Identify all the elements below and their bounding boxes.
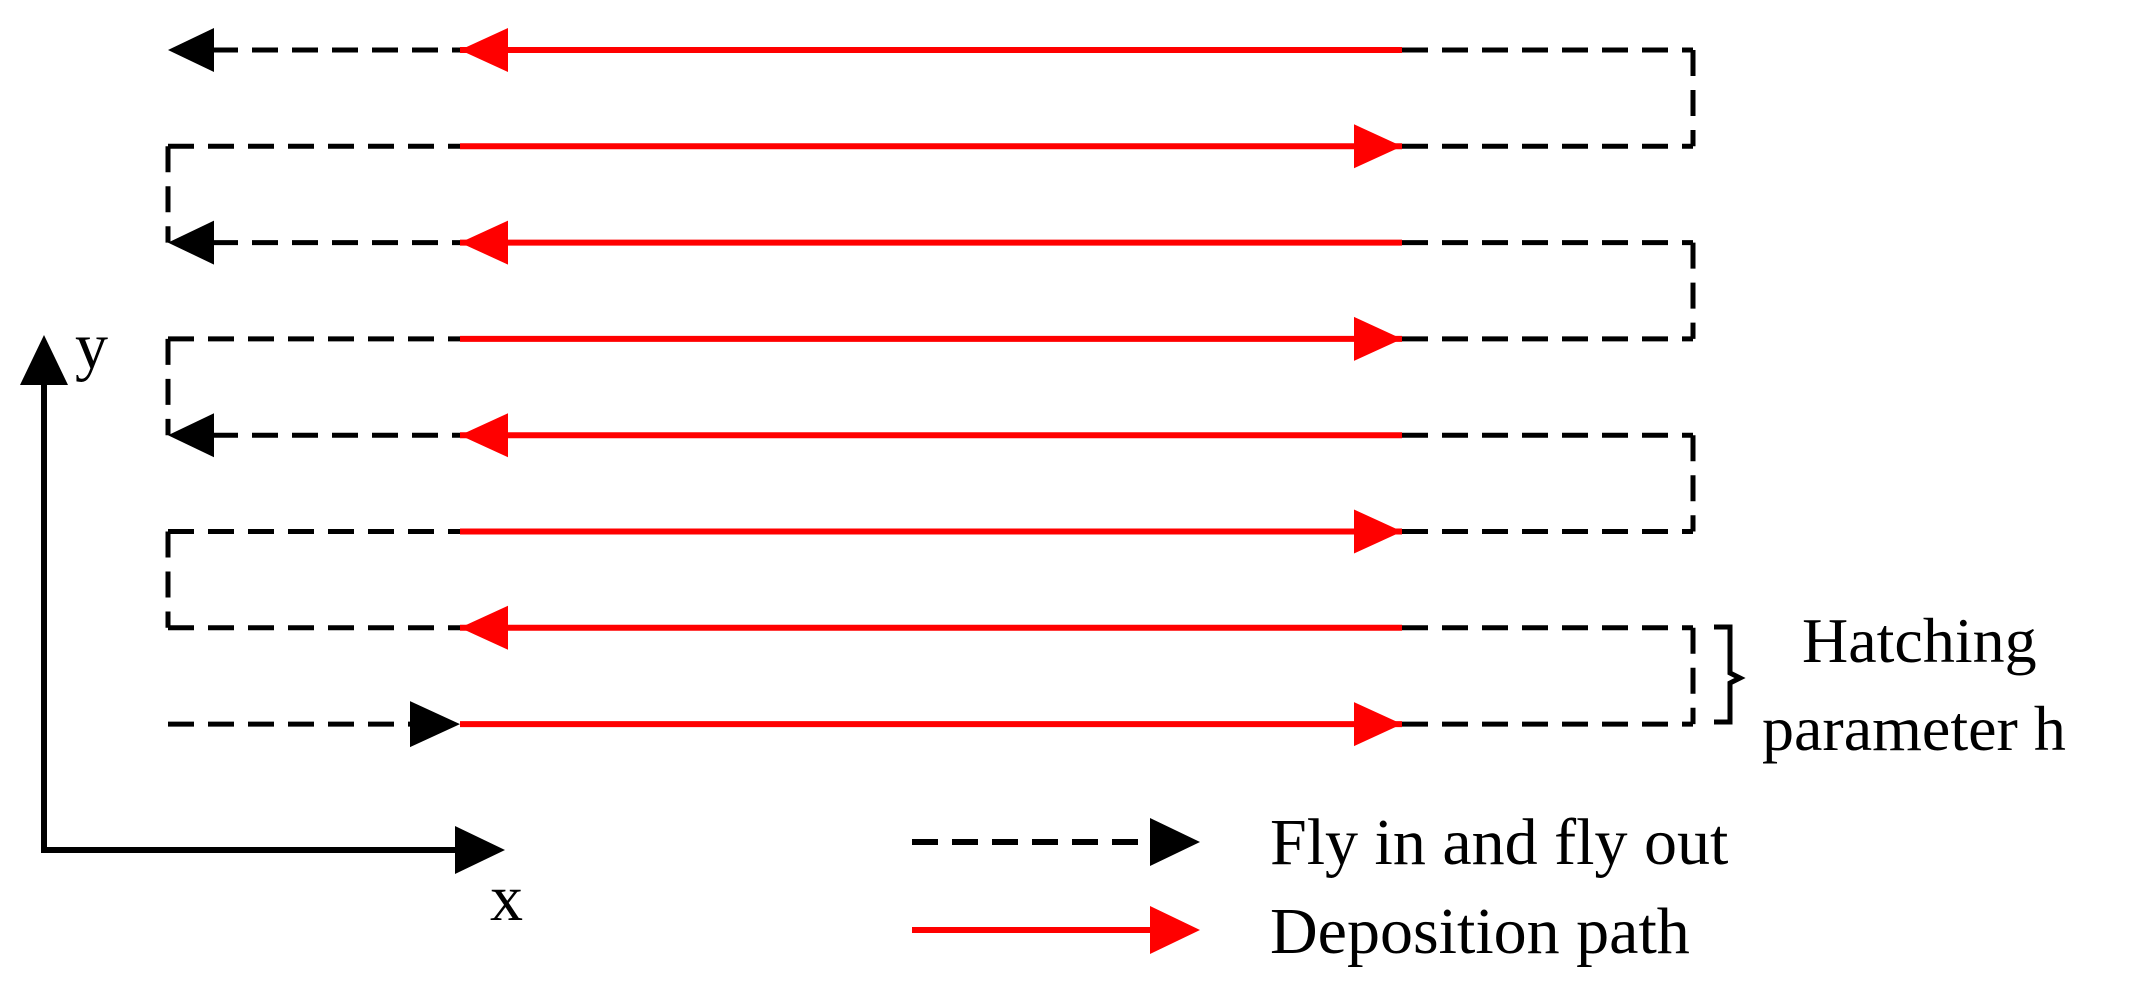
- legend-fly-arrowhead: [1150, 818, 1200, 866]
- deposition-arrowhead: [460, 28, 508, 72]
- deposition-arrowhead: [460, 605, 508, 650]
- x-axis-label: x: [490, 862, 523, 935]
- hatching-brace: [1714, 624, 1746, 725]
- legend-item-fly: Fly in and fly out: [912, 806, 1728, 879]
- legend-deposition-label: Deposition path: [1270, 895, 1690, 968]
- fly-arrowhead: [168, 220, 214, 265]
- fly-arrowhead: [168, 28, 214, 72]
- y-axis-arrowhead: [20, 335, 68, 385]
- deposition-arrowhead: [1354, 124, 1402, 169]
- deposition-arrowhead: [1354, 702, 1402, 747]
- hatching-bracket: Hatching parameter h: [1714, 605, 2066, 764]
- legend-fly-label: Fly in and fly out: [1270, 806, 1728, 879]
- legend-deposition-arrowhead: [1150, 906, 1200, 954]
- legend: Fly in and fly out Deposition path: [912, 806, 1728, 968]
- deposition-arrowhead: [1354, 316, 1402, 361]
- axes: y x: [20, 310, 523, 935]
- x-axis-arrowhead: [455, 826, 505, 874]
- fly-arrowhead: [410, 701, 460, 748]
- deposition-arrowhead: [460, 220, 508, 265]
- hatching-label-line2: parameter h: [1762, 693, 2066, 764]
- deposition-arrowhead: [460, 413, 508, 458]
- fly-arrowhead: [168, 413, 214, 458]
- legend-item-deposition: Deposition path: [912, 895, 1690, 968]
- deposition-arrowhead: [1354, 509, 1402, 554]
- y-axis-label: y: [75, 310, 108, 383]
- scan-tracks: [165, 28, 1696, 748]
- hatching-label-line1: Hatching: [1802, 605, 2037, 676]
